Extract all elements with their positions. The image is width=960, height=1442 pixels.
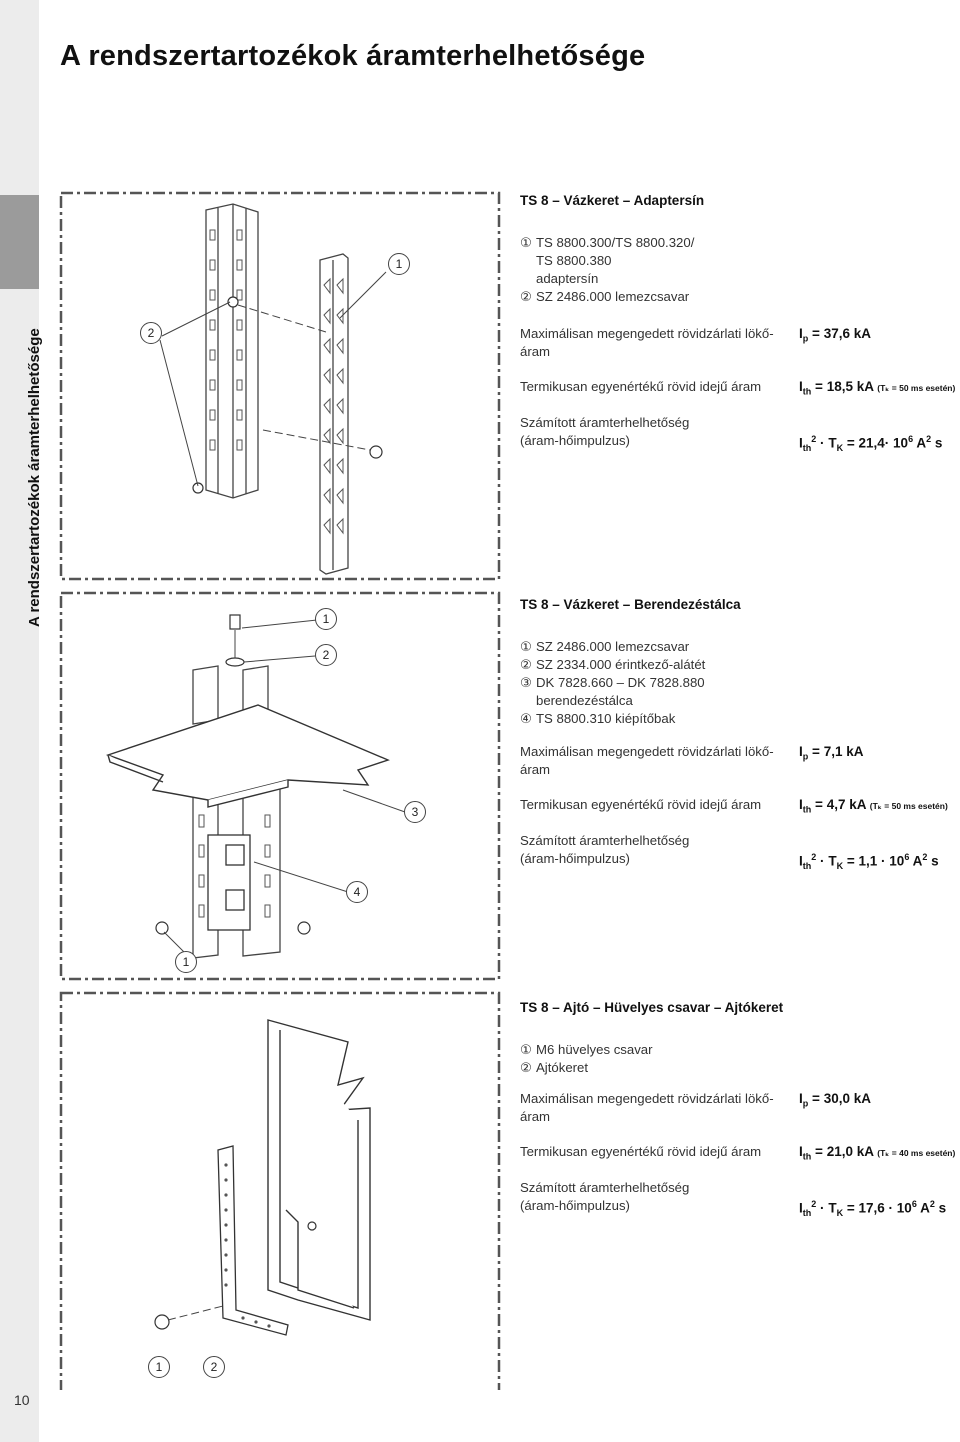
callout-1: 1 [388,253,410,275]
list-item: TS 8800.380 [536,253,612,268]
callout-1: 1 [148,1356,170,1378]
figure-door-frame [58,990,502,1390]
value-i2t: Ith2 · TK = 1,1 · 106 A2 s [799,852,939,872]
callout-1: 1 [175,951,197,973]
value-i2t: Ith2 · TK = 17,6 · 106 A2 s [799,1199,947,1219]
section-title: TS 8 – Ajtó – Hüvelyes csavar – Ajtókere… [520,1000,784,1015]
sidebar-tab [0,195,39,289]
callout-1: 1 [315,608,337,630]
figure-equipment-tray [58,590,502,982]
value-ip: Ip = 30,0 kA [799,1091,871,1109]
section-title: TS 8 – Vázkeret – Adaptersín [520,193,705,208]
callout-4: 4 [346,881,368,903]
page-title: A rendszertartozékok áramterhelhetősége [60,40,646,72]
value-ith: Ith = 4,7 kA (Tₖ = 50 ms esetén) [799,797,948,815]
list-item: berendezéstálca [536,693,633,708]
value-i2t: Ith2 · TK = 21,4· 106 A2 s [799,434,943,454]
value-ip: Ip = 37,6 kA [799,326,871,344]
callout-2: 2 [203,1356,225,1378]
value-ip: Ip = 7,1 kA [799,744,864,762]
side-label: A rendszertartozékok áramterhelhetősége [26,328,43,627]
list-item: adaptersín [536,271,599,286]
value-ith: Ith = 21,0 kA (Tₖ = 40 ms esetén) [799,1144,956,1162]
callout-2: 2 [315,644,337,666]
section-title: TS 8 – Vázkeret – Berendezéstálca [520,597,741,612]
section-door-screw: TS 8 – Ajtó – Hüvelyes csavar – Ajtókere… [520,999,960,1077]
callout-3: 3 [404,801,426,823]
callout-2: 2 [140,322,162,344]
page-number: 10 [14,1392,30,1408]
figure-adapter-rail [58,190,502,582]
value-ith: Ith = 18,5 kA (Tₖ = 50 ms esetén) [799,379,956,397]
